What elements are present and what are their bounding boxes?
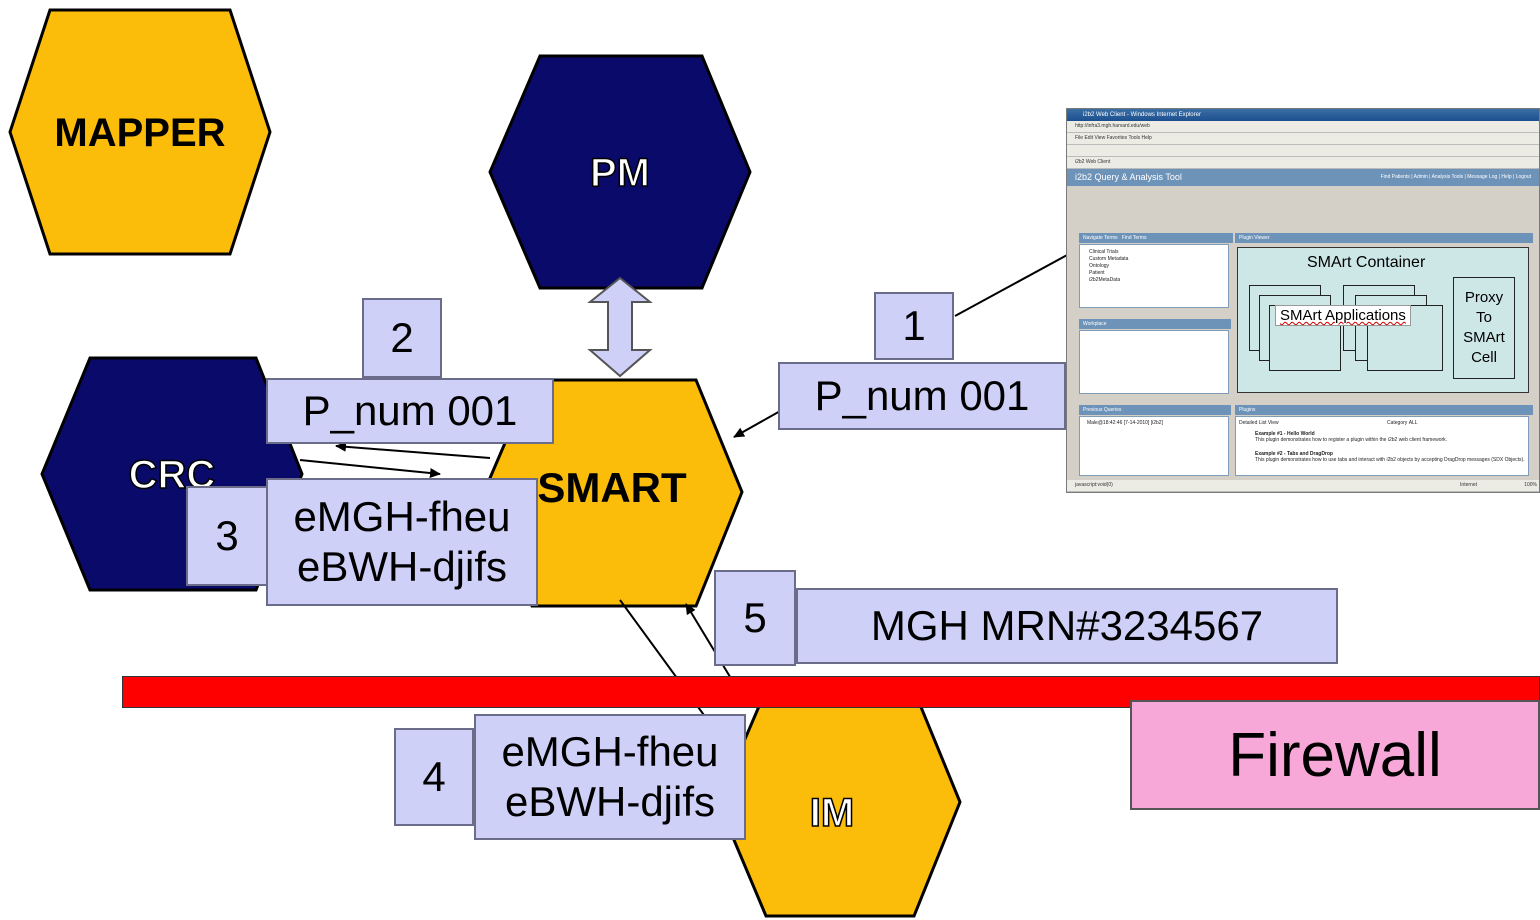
arrow-to-smart xyxy=(733,409,783,438)
step1-number: 1 xyxy=(874,292,954,360)
step5-label: MGH MRN#3234567 xyxy=(796,588,1338,664)
browser-menu-bar: File Edit View Favorites Tools Help xyxy=(1067,133,1539,145)
workplace-header: Workplace xyxy=(1079,319,1231,329)
browser-title-bar: i2b2 Web Client - Windows Internet Explo… xyxy=(1067,109,1539,121)
step3-label: eMGH-fheu eBWH-djifs xyxy=(266,478,538,606)
pm-hexagon xyxy=(488,54,752,290)
mapper-label: MAPPER xyxy=(54,111,225,155)
step2-number: 2 xyxy=(362,298,442,378)
step4-line1: eMGH-fheu xyxy=(501,727,719,775)
step2-label: P_num 001 xyxy=(266,378,554,444)
proxy-line: SMArt xyxy=(1463,329,1505,346)
arrow-smart-to-crc xyxy=(335,441,491,459)
pm-smart-double-arrow xyxy=(587,276,653,378)
terms-tree: Clinical Trials Custom Metadata Ontology… xyxy=(1089,249,1128,284)
pm-label: PM xyxy=(590,151,650,195)
tree-item: Custom Metadata xyxy=(1089,256,1129,262)
browser-status-bar: javascript:void(0) Internet 100% xyxy=(1067,480,1539,492)
previous-queries-panel xyxy=(1079,416,1229,476)
navigate-terms-tab: Navigate Terms Find Terms xyxy=(1079,233,1233,243)
smart-container-title: SMArt Container xyxy=(1307,254,1426,271)
navigate-terms-panel xyxy=(1079,244,1229,308)
tree-item: Patient xyxy=(1089,270,1105,276)
step1-label: P_num 001 xyxy=(778,362,1066,430)
arrow-im-to-smart xyxy=(685,603,739,691)
workplace-panel xyxy=(1079,330,1229,394)
arrow-screenshot-to-label1 xyxy=(954,247,1081,317)
query-item: Male@18:42:46 [7-14-2010] [i2b2] xyxy=(1087,420,1163,426)
browser-tab: i2b2 Web Client xyxy=(1067,157,1539,169)
mapper-hexagon xyxy=(8,8,272,256)
browser-address-bar: http://infra3.mgh.harvard.edu/web xyxy=(1067,121,1539,133)
step4-line2: eBWH-djifs xyxy=(504,778,716,825)
smart-applications-label: SMArt Applications xyxy=(1275,305,1411,326)
smart-label: SMART xyxy=(537,464,687,511)
arrow-crc-to-smart xyxy=(299,459,441,478)
step3-line1: eMGH-fheu xyxy=(293,492,511,540)
plugin-viewer-header: Plugin Viewer xyxy=(1235,233,1533,243)
tree-item: Clinical Trials xyxy=(1089,249,1119,255)
firewall-label: Firewall xyxy=(1130,700,1540,810)
app-title-bar: i2b2 Query & Analysis Tool Find Patients… xyxy=(1067,169,1539,186)
app-nav: Find Patients | Admin | Analysis Tools |… xyxy=(1380,174,1531,180)
step5-number: 5 xyxy=(714,570,796,666)
plugins-panel xyxy=(1235,416,1529,476)
i2b2-browser-screenshot: i2b2 Web Client - Windows Internet Explo… xyxy=(1066,108,1540,493)
tree-item: i2b2MetaData xyxy=(1089,277,1121,283)
step4-label: eMGH-fheu eBWH-djifs xyxy=(474,714,746,840)
app-title: i2b2 Query & Analysis Tool xyxy=(1075,172,1182,182)
browser-toolbar xyxy=(1067,145,1539,157)
plugins-header: Plugins xyxy=(1235,405,1533,415)
proxy-line: Proxy xyxy=(1464,289,1504,306)
previous-queries-header: Previous Queries xyxy=(1079,405,1231,415)
plugin-view-select: Detailed List View xyxy=(1239,420,1279,426)
proxy-line: To xyxy=(1476,309,1492,326)
step4-number: 4 xyxy=(394,728,474,826)
tree-item: Ontology xyxy=(1089,263,1110,269)
step3-number: 3 xyxy=(186,486,268,586)
plugin-category: Category ALL xyxy=(1387,420,1418,426)
im-label: IM xyxy=(810,791,854,835)
step3-line2: eBWH-djifs xyxy=(296,543,508,590)
proxy-to-smart-cell: Proxy To SMArt Cell xyxy=(1453,277,1515,379)
proxy-line: Cell xyxy=(1471,349,1497,366)
